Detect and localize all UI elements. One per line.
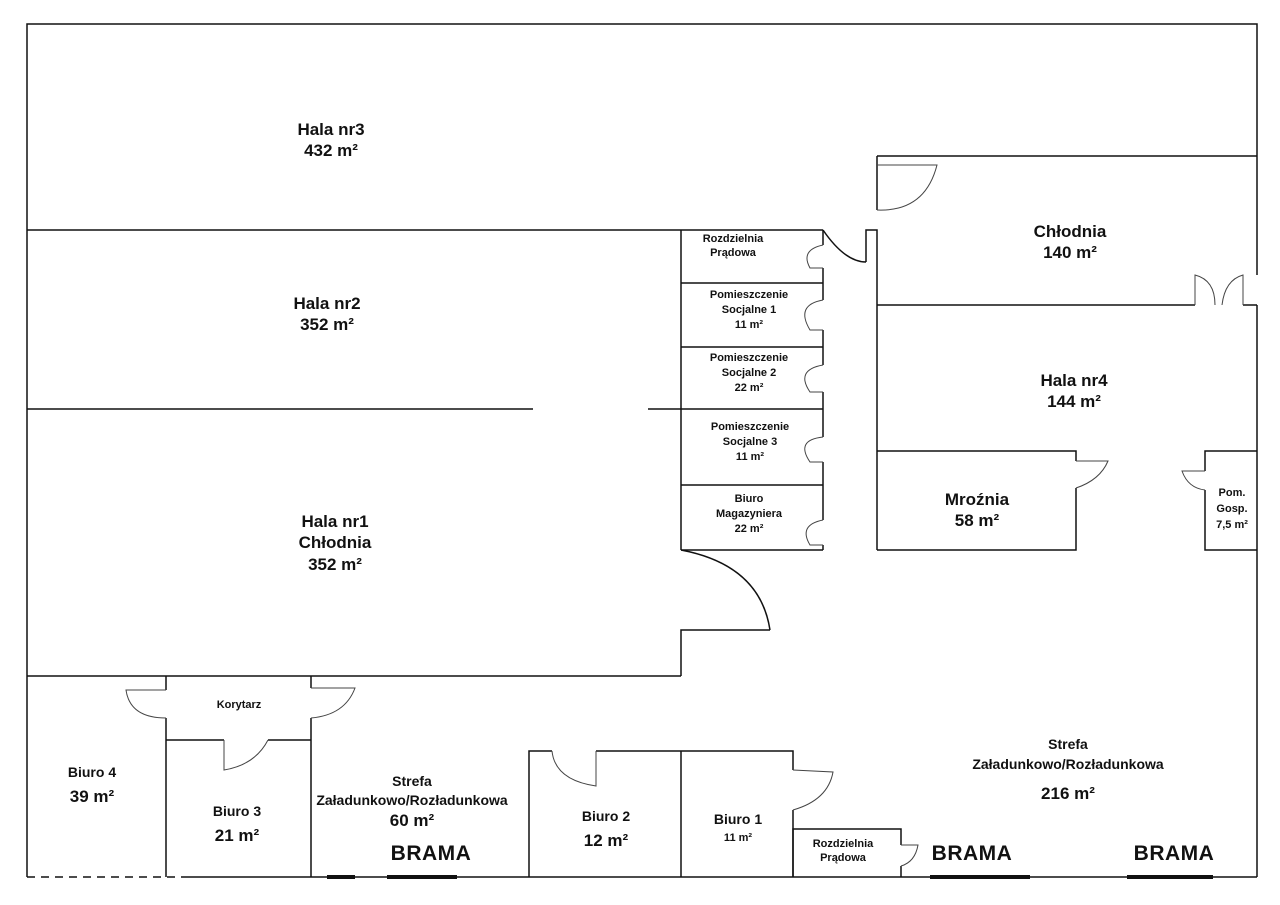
room-biuro-3: Biuro 3 21 m²	[213, 801, 261, 849]
room-name-2: Socjalne 3	[722, 435, 778, 448]
room-name: Biuro	[734, 493, 764, 505]
room-area: 60 m²	[389, 810, 435, 830]
room-name: Pomieszczenie	[709, 352, 789, 364]
room-korytarz: Korytarz	[217, 699, 262, 713]
room-name-2: Prądowa	[820, 851, 866, 864]
room-area: 11 m²	[734, 318, 764, 331]
room-name: Chłodnia	[1033, 222, 1107, 241]
gate-label: BRAMA	[1133, 842, 1215, 865]
gate-label: BRAMA	[390, 842, 472, 865]
room-name: Rozdzielnia	[702, 233, 764, 245]
outer-walls	[26, 23, 1258, 878]
room-name: Biuro 4	[67, 764, 117, 780]
room-name: Strefa	[1048, 736, 1088, 752]
room-area: 22 m²	[734, 381, 764, 394]
room-name: Strefa	[392, 773, 432, 789]
room-chlodnia: Chłodnia 140 m²	[1034, 221, 1107, 264]
door-swings	[125, 164, 1244, 867]
room-name: Biuro 1	[713, 811, 763, 827]
room-name-2: Gosp.	[1216, 502, 1248, 515]
room-name: Pomieszczenie	[709, 289, 789, 301]
room-name-2: Prądowa	[710, 246, 756, 259]
room-name-2: Załadunkowo/Rozładunkowa	[316, 791, 508, 808]
room-name: Biuro 3	[212, 803, 262, 819]
room-mroznia: Mroźnia 58 m²	[945, 489, 1009, 532]
room-area: 432 m²	[304, 141, 358, 161]
room-area: 352 m²	[300, 315, 354, 335]
room-area: 144 m²	[1047, 392, 1101, 412]
room-hala-nr3: Hala nr3 432 m²	[297, 119, 364, 162]
room-name: Hala nr3	[297, 120, 365, 139]
room-name-2: Magazyniera	[715, 507, 783, 520]
room-name: Hala nr2	[293, 294, 361, 313]
room-name-2: Socjalne 1	[721, 303, 777, 316]
room-area: 11 m²	[735, 450, 765, 463]
gate-label: BRAMA	[931, 842, 1013, 865]
room-name-2: Chłodnia	[298, 533, 372, 553]
room-name-2: Załadunkowo/Rozładunkowa	[972, 755, 1164, 772]
room-name: Hala nr1	[301, 512, 369, 531]
room-name-2: Socjalne 2	[721, 366, 777, 379]
room-area: 7,5 m²	[1216, 518, 1248, 531]
room-name: Mroźnia	[944, 490, 1010, 509]
inner-walls	[27, 155, 1257, 877]
room-name: Korytarz	[216, 699, 262, 711]
room-name: Pomieszczenie	[710, 421, 790, 433]
room-name: Pom.	[1218, 487, 1246, 499]
room-name: Biuro 2	[581, 808, 631, 824]
room-biuro-1: Biuro 1 11 m²	[714, 808, 762, 848]
room-area: 12 m²	[583, 830, 629, 850]
room-name: Rozdzielnia	[812, 838, 874, 850]
room-area: 140 m²	[1043, 243, 1097, 263]
room-hala-nr4: Hala nr4 144 m²	[1040, 370, 1107, 413]
room-pom-gosp: Pom. Gosp. 7,5 m²	[1216, 486, 1248, 534]
room-area: 39 m²	[69, 786, 115, 806]
room-biuro-4: Biuro 4 39 m²	[68, 762, 116, 810]
room-name: Hala nr4	[1040, 371, 1108, 390]
room-area: 352 m²	[308, 554, 362, 574]
room-area: 21 m²	[214, 825, 260, 845]
room-area: 58 m²	[954, 511, 1000, 531]
room-area: 11 m²	[723, 832, 753, 845]
room-area: 22 m²	[734, 522, 764, 535]
room-biuro-2: Biuro 2 12 m²	[582, 806, 630, 854]
room-area: 216 m²	[1041, 784, 1095, 804]
room-hala-nr2: Hala nr2 352 m²	[293, 293, 360, 336]
